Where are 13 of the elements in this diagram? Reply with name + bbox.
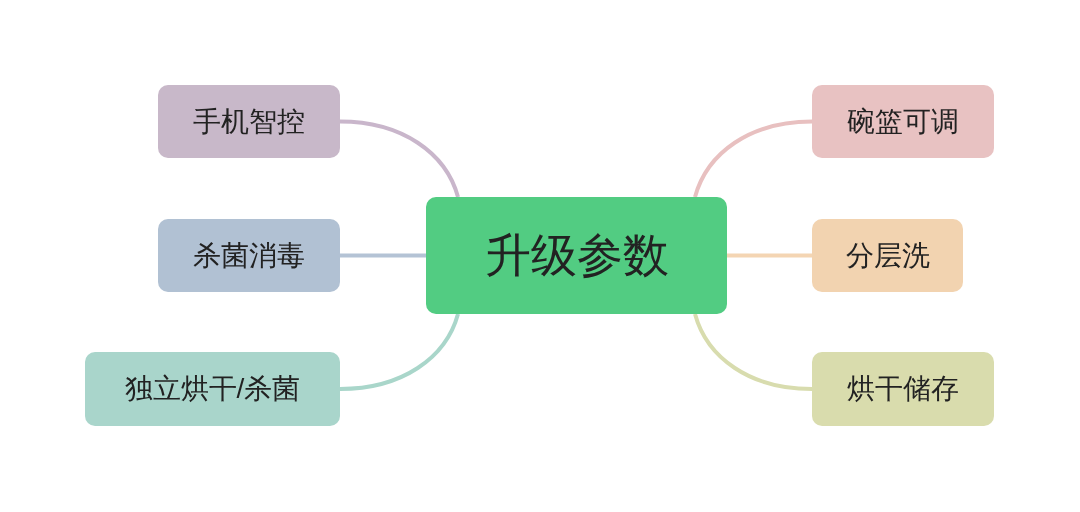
branch-line [340,253,426,258]
subtopic-box: 碗篮可调 [812,85,994,158]
branch-line [339,119,460,198]
subtopic-box: 手机智控 [158,85,340,158]
central-topic: 升级参数 [426,197,727,314]
branch-line [339,313,460,391]
branch-line [727,253,812,258]
branch-line [693,119,813,198]
branch-line [693,313,813,391]
subtopic-box: 独立烘干/杀菌 [85,352,340,426]
subtopic-box: 烘干储存 [812,352,994,426]
subtopic-box: 分层洗 [812,219,963,292]
subtopic-box: 杀菌消毒 [158,219,340,292]
